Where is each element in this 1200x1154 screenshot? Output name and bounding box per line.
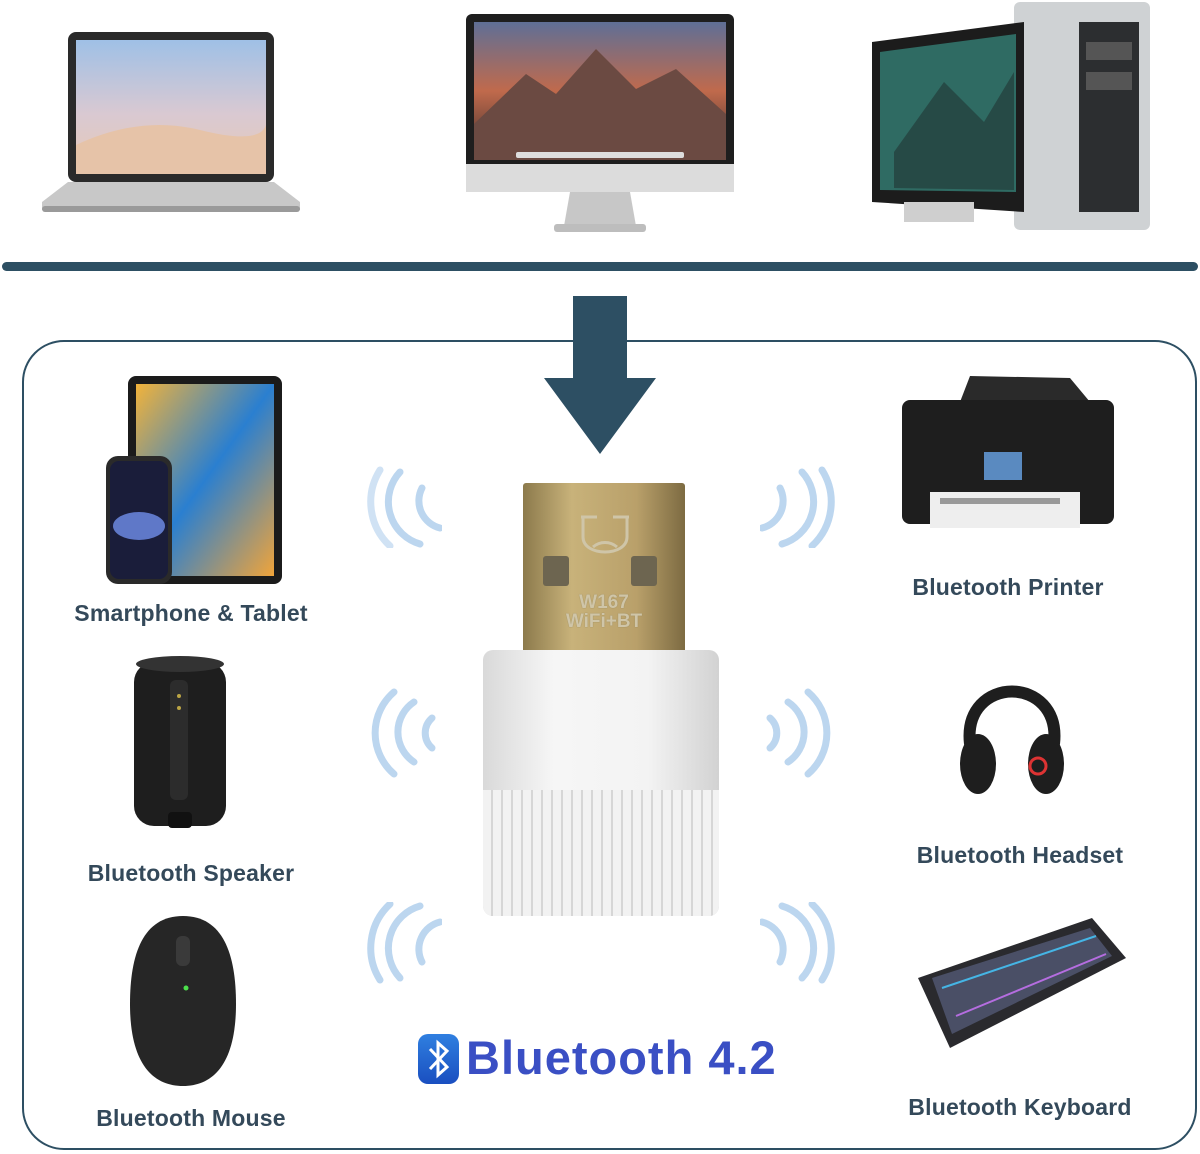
device-label-headset: Bluetooth Headset [916,842,1124,868]
signal-wave-icon [760,466,835,548]
printer-icon [902,376,1114,528]
signal-wave-icon [766,688,831,778]
keyboard-icon [918,918,1126,1048]
desktop-pc-icon [872,2,1150,230]
brand-logo-icon [581,515,629,554]
signal-wave-icon [367,902,442,984]
bluetooth-version-title: Bluetooth 4.2 [466,1031,777,1084]
tablet-phone-icon [106,376,282,584]
mouse-icon [130,916,236,1086]
device-label-smartphone-tablet: Smartphone & Tablet [74,600,308,626]
dongle-type: WiFi+BT [565,611,643,632]
imac-desktop-icon [466,14,734,232]
usb-connector: W167 WiFi+BT [523,483,685,658]
divider-line [2,262,1198,271]
device-label-keyboard: Bluetooth Keyboard [908,1094,1132,1120]
dongle-body [483,650,719,916]
laptop-icon [42,32,300,212]
device-label-printer: Bluetooth Printer [912,574,1104,600]
speaker-icon [134,656,226,828]
signal-wave-icon [367,466,442,548]
signal-wave-icon [371,688,436,778]
bluetooth-icon [418,1034,459,1084]
signal-wave-icon [760,902,835,984]
usb-dongle: W167 WiFi+BT [483,483,719,917]
device-label-mouse: Bluetooth Mouse [96,1105,286,1131]
connector-slot [631,556,657,586]
device-label-speaker: Bluetooth Speaker [87,860,295,886]
dongle-model: W167 [579,592,629,613]
headset-icon [960,685,1064,794]
connector-slot [543,556,569,586]
arrow-down-icon [544,296,656,454]
